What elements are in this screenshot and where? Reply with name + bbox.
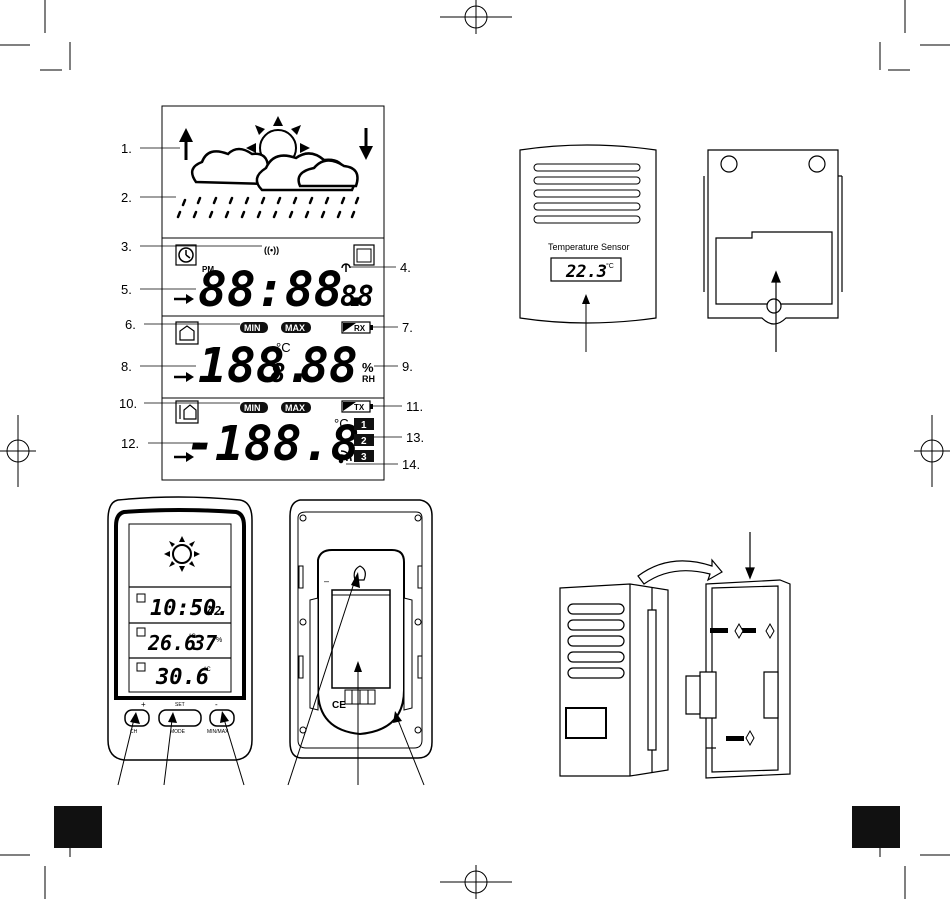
- sensor-back-diagram: [704, 150, 842, 352]
- callout-9: 9.: [402, 359, 413, 374]
- hanging-hole-icon: [767, 299, 781, 313]
- front-humidity-unit: %: [216, 637, 222, 644]
- svg-text:TX: TX: [354, 403, 365, 412]
- clock-icon: [176, 245, 196, 265]
- callout-11: 11.: [406, 399, 423, 414]
- mount-hole-icon: [721, 156, 737, 172]
- dcf-signal-icon: ((•)): [264, 245, 279, 255]
- lcd-time-seconds: 88: [340, 280, 374, 313]
- front-plus-label: +: [141, 700, 146, 709]
- lcd-outdoor-temp-unit: °C: [334, 416, 349, 431]
- outdoor-min-badge: MIN: [244, 403, 261, 413]
- callout-3: 3.: [121, 239, 132, 254]
- lcd-humidity-rh: RH: [362, 374, 375, 384]
- front-seconds: 42: [207, 604, 221, 618]
- svg-text:RX: RX: [354, 324, 366, 333]
- callout-13: 13.: [406, 430, 424, 445]
- front-outdoor-unit: °C: [204, 667, 211, 673]
- callout-2: 2.: [121, 190, 132, 205]
- callout-12: 12.: [121, 436, 139, 451]
- sensor-front-diagram: Temperature Sensor 22.3 °C: [520, 145, 656, 352]
- channel-1: 1: [361, 420, 367, 431]
- callout-6: 6.: [125, 317, 136, 332]
- channel-indicators: 1 2 3: [354, 418, 374, 463]
- indoor-house-icon: [176, 322, 198, 344]
- lcd-diagram: ((•)) PM 88:88. 88 MIN MAX RX: [119, 106, 424, 480]
- back-minus-mark: –: [324, 576, 329, 586]
- front-minmax-label: MIN/MAX: [207, 729, 229, 735]
- callout-14: 14.: [402, 457, 420, 472]
- channel-3: 3: [361, 452, 367, 463]
- main-unit-front: 10:50. 42 26.6 °C 37 % 30.6 °C + SET - C…: [108, 497, 252, 785]
- mount-hole-icon: [809, 156, 825, 172]
- front-mode-label: MODE: [170, 729, 186, 735]
- front-outdoor-temp: 30.6: [155, 665, 209, 690]
- callout-8: 8.: [121, 359, 132, 374]
- front-minus-label: -: [215, 700, 218, 709]
- front-sun-icon: [164, 536, 200, 572]
- callout-5: 5.: [121, 282, 132, 297]
- color-bar-right: [852, 806, 900, 848]
- ce-mark: CE: [332, 700, 346, 711]
- registration-mark-right: [914, 415, 950, 487]
- rx-battery-icon: RX: [342, 322, 373, 333]
- callout-7: 7.: [402, 320, 413, 335]
- indoor-min-badge: MIN: [244, 323, 261, 333]
- callout-4: 4.: [400, 260, 411, 275]
- front-set-label: SET: [175, 702, 185, 708]
- front-humidity: 37: [192, 631, 217, 655]
- callout-1: 1.: [121, 141, 132, 156]
- main-unit-back: – CE: [288, 500, 432, 785]
- sensor-mount-illustration: [560, 532, 790, 778]
- battery-compartment: [332, 590, 390, 688]
- sensor-title: Temperature Sensor: [548, 242, 630, 252]
- registration-mark-bottom: [440, 865, 512, 899]
- lcd-indoor-temperature: 188.: [198, 338, 314, 394]
- indoor-max-badge: MAX: [285, 323, 305, 333]
- sensor-reading-unit: °C: [606, 262, 614, 270]
- color-bar-left: [54, 806, 102, 848]
- lcd-indoor-temperature-decimal: 8: [270, 359, 286, 389]
- channel-2: 2: [361, 436, 367, 447]
- callout-10: 10.: [119, 396, 137, 411]
- registration-mark-top: [440, 0, 512, 34]
- sensor-reading: 22.3: [565, 262, 607, 282]
- tx-battery-icon: TX: [342, 401, 373, 412]
- mode-button[interactable]: [159, 710, 201, 726]
- lcd-humidity-percent: %: [362, 360, 374, 375]
- registration-mark-left: [0, 415, 36, 487]
- lcd-indoor-temp-unit: °C: [276, 340, 291, 355]
- outdoor-max-badge: MAX: [285, 403, 305, 413]
- lcd-humidity: 88: [300, 338, 358, 394]
